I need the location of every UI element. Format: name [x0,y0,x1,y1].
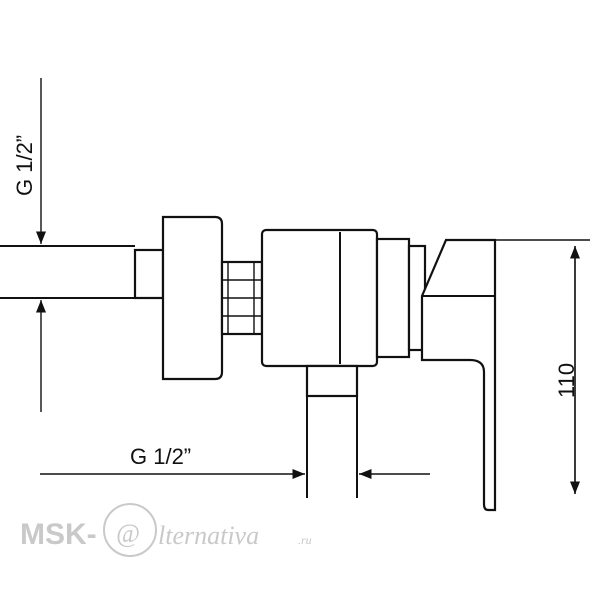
watermark-brand: MSK- [20,518,97,551]
horizontal-thread-label: G 1/2” [130,444,191,469]
inlet-pipe [0,245,135,299]
watermark-domain: .ru [298,533,312,547]
cartridge-housing [375,237,427,359]
vertical-thread-label: G 1/2” [12,135,37,196]
pipe-stub [133,248,165,300]
height-label: 110 [554,363,579,398]
vertical-thread-dimension: G 1/2” [12,78,47,412]
height-dimension: 110 [495,239,590,494]
lever-handle [420,238,497,512]
threaded-coupling [220,260,264,336]
outlet-pipe [305,364,359,498]
watermark-script: lternativa [158,521,259,550]
union-nut [161,215,224,381]
horizontal-thread-dimension: G 1/2” [40,444,430,480]
mixer-body [260,228,379,368]
watermark-at-icon: @ [116,519,140,548]
watermark-logo: MSK- @ lternativa .ru [20,503,312,557]
